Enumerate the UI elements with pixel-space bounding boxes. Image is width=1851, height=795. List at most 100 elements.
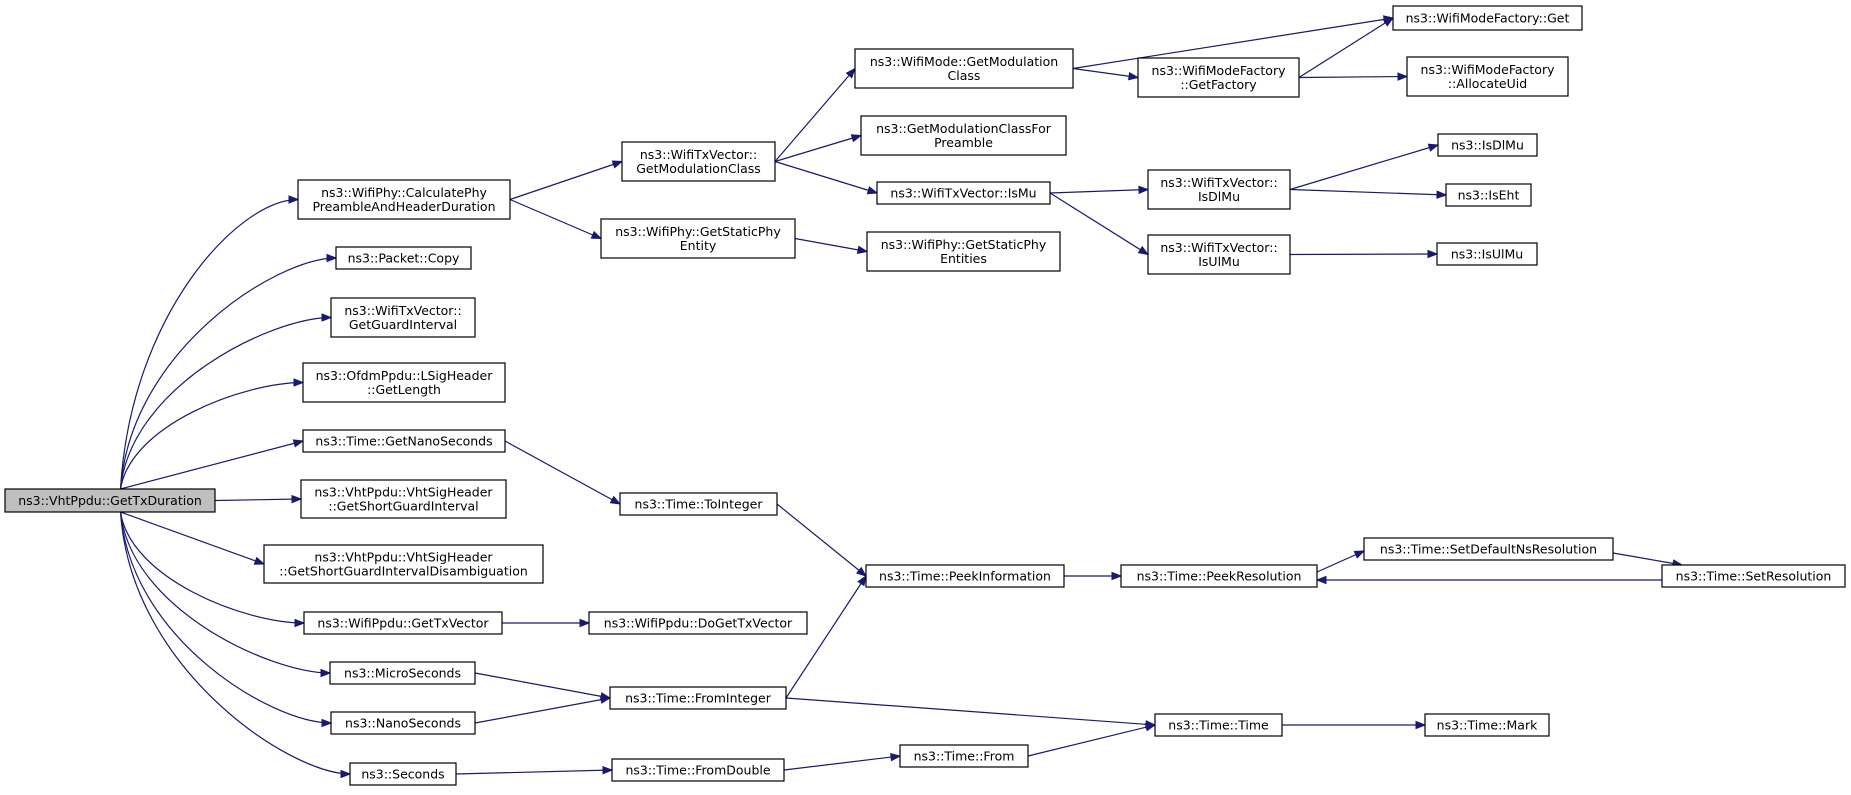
edge-line [119, 511, 331, 674]
function-node[interactable]: ns3::WifiModeFactory::AllocateUid [1406, 56, 1569, 97]
call-edge [1298, 72, 1409, 81]
node-label: ns3::GetModulationClassFor [876, 121, 1052, 136]
function-node[interactable]: ns3::WifiModeFactory::GetFactory [1137, 57, 1300, 98]
node-label: ns3::Time::GetNanoSeconds [315, 434, 492, 449]
arrowhead [866, 186, 879, 195]
function-node[interactable]: ns3::VhtPpdu::VhtSigHeader::GetShortGuar… [300, 479, 507, 519]
function-node[interactable]: ns3::IsDlMu [1437, 133, 1538, 157]
function-node[interactable]: ns3::Seconds [349, 762, 457, 786]
arrowhead [1415, 720, 1427, 730]
edge-line [1027, 724, 1156, 757]
arrowhead [1397, 72, 1409, 81]
arrowhead [855, 566, 868, 577]
node-box [866, 231, 1061, 272]
arrowhead [611, 160, 624, 169]
function-node[interactable]: ns3::WifiTxVector::IsUlMu [1147, 234, 1291, 275]
node-box [330, 297, 476, 338]
node-box [611, 758, 785, 782]
function-node[interactable]: ns3::Time::FromDouble [611, 758, 785, 782]
function-node[interactable]: ns3::Packet::Copy [335, 246, 472, 270]
function-node[interactable]: ns3::Time::From [899, 744, 1029, 768]
call-edge [774, 67, 856, 162]
arrowhead [1427, 143, 1440, 152]
arrowhead [579, 618, 591, 628]
edge-line [1072, 67, 1139, 79]
node-label: ns3::WifiTxVector:: [344, 303, 461, 318]
node-label: IsUlMu [1198, 254, 1240, 269]
node-box [302, 362, 506, 403]
function-node[interactable]: ns3::Time::PeekResolution [1120, 564, 1318, 588]
function-node[interactable]: ns3::Time::FromInteger [609, 686, 787, 710]
function-node[interactable]: ns3::IsUlMu [1436, 242, 1538, 266]
call-edge [1315, 575, 1662, 585]
node-box [4, 488, 216, 513]
function-node[interactable]: ns3::Time::SetResolution [1661, 564, 1846, 588]
call-edge [474, 672, 612, 701]
function-node[interactable]: ns3::WifiModeFactory::Get [1392, 5, 1583, 31]
node-box [600, 218, 796, 259]
function-node[interactable]: ns3::NanoSeconds [330, 711, 476, 735]
node-box [865, 564, 1065, 588]
arrowhead [321, 718, 333, 728]
function-node[interactable]: ns3::Time::ToInteger [619, 492, 778, 516]
function-node[interactable]: ns3::WifiPhy::CalculatePhyPreambleAndHea… [297, 179, 511, 220]
edge-line [1289, 144, 1439, 191]
call-edge [1027, 723, 1157, 757]
node-label: ns3::MicroSeconds [344, 666, 461, 681]
root-function-node[interactable]: ns3::VhtPpdu::GetTxDuration [4, 488, 216, 513]
arrowhead [340, 769, 352, 779]
node-label: ns3::WifiTxVector::IsMu [890, 186, 1036, 201]
node-box [297, 179, 511, 220]
function-node[interactable]: ns3::WifiPpdu::DoGetTxVector [588, 611, 808, 635]
function-node[interactable]: ns3::Time::Mark [1424, 713, 1550, 737]
edge-line [120, 440, 304, 490]
function-node[interactable]: ns3::VhtPpdu::VhtSigHeader::GetShortGuar… [263, 544, 544, 584]
node-box [1437, 133, 1538, 157]
function-node[interactable]: ns3::Time::Time [1154, 713, 1283, 737]
node-box [335, 246, 472, 270]
arrowhead [288, 195, 300, 204]
node-label: ns3::OfdmPpdu::LSigHeader [316, 368, 494, 383]
node-label: ns3::Time::PeekResolution [1137, 569, 1302, 584]
call-edge [774, 134, 863, 163]
node-box [263, 544, 544, 584]
function-node[interactable]: ns3::IsEht [1445, 183, 1532, 207]
edge-line [1298, 75, 1408, 79]
node-label: ns3::WifiModeFactory::Get [1406, 11, 1570, 26]
edge-line [119, 198, 299, 490]
node-box [860, 115, 1067, 156]
node-label: ns3::WifiModeFactory [1152, 63, 1287, 78]
function-node[interactable]: ns3::WifiTxVector::IsMu [876, 181, 1051, 205]
node-label: ns3::Packet::Copy [348, 251, 460, 266]
function-node[interactable]: ns3::Time::PeekInformation [865, 564, 1065, 588]
edge-line [785, 575, 867, 699]
arrowhead [1382, 17, 1395, 27]
function-node[interactable]: ns3::WifiTxVector::IsDlMu [1147, 169, 1291, 210]
function-node[interactable]: ns3::WifiPpdu::GetTxVector [303, 611, 503, 635]
function-node[interactable]: ns3::Time::GetNanoSeconds [302, 429, 506, 453]
function-node[interactable]: ns3::WifiTxVector::GetModulationClass [621, 141, 776, 182]
node-box [1147, 169, 1291, 210]
edge-line [1298, 17, 1394, 79]
call-edge [1298, 17, 1395, 79]
node-box [302, 429, 506, 453]
function-node[interactable]: ns3::OfdmPpdu::LSigHeader::GetLength [302, 362, 506, 403]
node-label: IsDlMu [1198, 189, 1240, 204]
call-edge [1072, 67, 1140, 81]
function-node[interactable]: ns3::MicroSeconds [329, 661, 476, 685]
function-node[interactable]: ns3::Time::SetDefaultNsResolution [1363, 537, 1614, 561]
node-label: ns3::Time::From [914, 749, 1015, 764]
edge-line [119, 316, 332, 490]
call-edge [1289, 188, 1448, 199]
function-node[interactable]: ns3::WifiTxVector::GetGuardInterval [330, 297, 476, 338]
call-edge [119, 511, 306, 628]
node-label: PreambleAndHeaderDuration [312, 199, 495, 214]
function-node[interactable]: ns3::WifiMode::GetModulationClass [854, 48, 1074, 89]
call-edge [1049, 192, 1150, 256]
edge-line [776, 503, 867, 577]
call-edge [785, 697, 1157, 729]
